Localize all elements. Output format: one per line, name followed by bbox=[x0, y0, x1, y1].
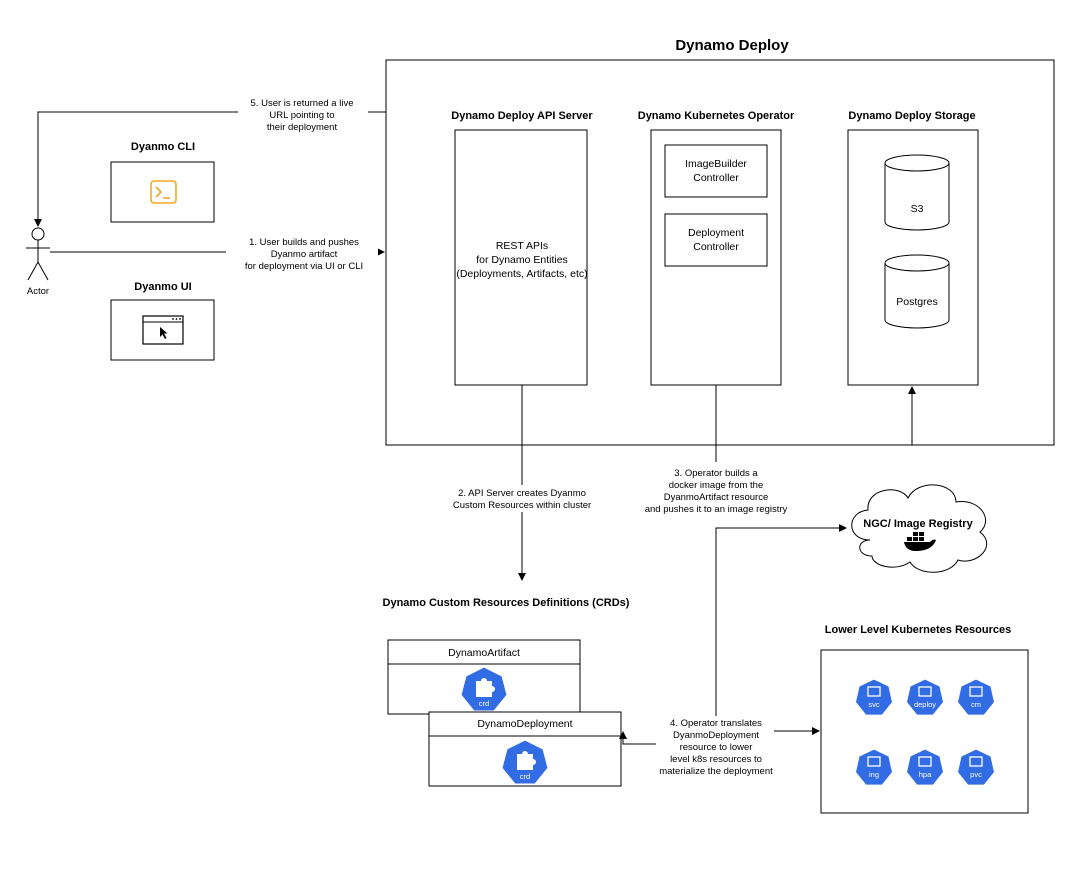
storage-item-postgres: Postgres bbox=[896, 296, 937, 308]
actor-label: Actor bbox=[27, 286, 49, 297]
docker-icon bbox=[904, 532, 936, 551]
crd-icon: crd bbox=[501, 739, 549, 785]
s3-database-icon bbox=[884, 154, 950, 231]
deployment-controller-box bbox=[664, 213, 768, 267]
step4-label: DyanmoDeployment bbox=[673, 730, 759, 741]
step4-label: materialize the deployment bbox=[659, 766, 773, 777]
step1-label-bg bbox=[226, 236, 378, 270]
api-server-body-line: for Dynamo Entities bbox=[476, 254, 568, 266]
step4-label: resource to lower bbox=[680, 742, 753, 753]
diagram-title: Dynamo Deploy bbox=[675, 37, 789, 54]
k8s-deploy-icon: deploy bbox=[905, 678, 945, 716]
api-server-box bbox=[454, 129, 588, 386]
terminal-icon bbox=[150, 180, 177, 204]
step3-label: 3. Operator builds a bbox=[674, 468, 758, 479]
step3-label: and pushes it to an image registry bbox=[645, 504, 788, 515]
step5-label: URL pointing to bbox=[269, 110, 334, 121]
k8s-resource-label: deploy bbox=[914, 700, 936, 709]
cli-title: Dyanmo CLI bbox=[131, 141, 195, 153]
browser-window-icon bbox=[142, 315, 184, 345]
controller-label: Controller bbox=[693, 241, 739, 253]
step3-label: docker image from the bbox=[669, 480, 764, 491]
svg-text:crd: crd bbox=[520, 772, 530, 781]
step3-label: DyanmoArtifact resource bbox=[664, 492, 769, 503]
step5-label: 5. User is returned a live bbox=[251, 98, 354, 109]
actor-icon bbox=[26, 227, 50, 281]
step4-label-bg bbox=[656, 716, 774, 776]
step3-arrow bbox=[715, 524, 847, 700]
k8s-ing-icon: ing bbox=[854, 748, 894, 786]
step4-label: 4. Operator translates bbox=[670, 718, 762, 729]
crds-title: Dynamo Custom Resources Definitions (CRD… bbox=[383, 597, 630, 609]
api-server-body-line: REST APIs bbox=[496, 240, 548, 252]
step5-label-bg bbox=[238, 97, 368, 131]
controller-label: Controller bbox=[693, 172, 739, 184]
imagebuilder-controller-box bbox=[664, 144, 768, 198]
ui-title: Dyanmo UI bbox=[134, 281, 191, 293]
k8s-resources-box bbox=[820, 649, 1029, 814]
storage-title: Dynamo Deploy Storage bbox=[848, 110, 975, 122]
step4-label: level k8s resources to bbox=[670, 754, 762, 765]
step3-label-bg bbox=[640, 464, 798, 516]
step2-label: Custom Resources within cluster bbox=[453, 500, 591, 511]
k8s-resource-label: pvc bbox=[970, 770, 982, 779]
k8s-icons-group: svc deploy cm ing hpa pvc bbox=[854, 678, 996, 786]
postgres-database-icon bbox=[884, 254, 950, 329]
controller-label: Deployment bbox=[688, 227, 744, 239]
k8s-resource-label: ing bbox=[869, 770, 879, 779]
registry-cloud bbox=[851, 484, 988, 573]
api-server-body-line: (Deployments, Artifacts, etc) bbox=[456, 268, 587, 280]
k8s-resource-label: hpa bbox=[919, 770, 932, 779]
step1-label: for deployment via UI or CLI bbox=[245, 261, 363, 272]
step2-label: 2. API Server creates Dyanmo bbox=[458, 488, 586, 499]
k8s-svc-icon: svc bbox=[854, 678, 894, 716]
crd-name: DynamoArtifact bbox=[448, 647, 520, 659]
step1-label: 1. User builds and pushes bbox=[249, 237, 359, 248]
step4-arrow-crd bbox=[619, 731, 660, 745]
crd-name: DynamoDeployment bbox=[477, 718, 572, 730]
registry-label: NGC/ Image Registry bbox=[863, 518, 973, 530]
operator-title: Dynamo Kubernetes Operator bbox=[638, 110, 795, 122]
k8s-title: Lower Level Kubernetes Resources bbox=[825, 624, 1011, 636]
step5-label: their deployment bbox=[267, 122, 338, 133]
k8s-resource-label: svc bbox=[868, 700, 880, 709]
step1-label: Dyanmo artifact bbox=[271, 249, 338, 260]
k8s-cm-icon: cm bbox=[956, 678, 996, 716]
crd-icon: crd bbox=[460, 666, 508, 712]
api-server-title: Dynamo Deploy API Server bbox=[451, 110, 593, 122]
k8s-hpa-icon: hpa bbox=[905, 748, 945, 786]
controller-label: ImageBuilder bbox=[685, 158, 747, 170]
k8s-resource-label: cm bbox=[971, 700, 981, 709]
k8s-pvc-icon: pvc bbox=[956, 748, 996, 786]
step2-label-bg bbox=[446, 485, 598, 512]
storage-item-s3: S3 bbox=[911, 203, 924, 215]
cli-box bbox=[110, 161, 215, 223]
svg-text:crd: crd bbox=[479, 699, 489, 708]
